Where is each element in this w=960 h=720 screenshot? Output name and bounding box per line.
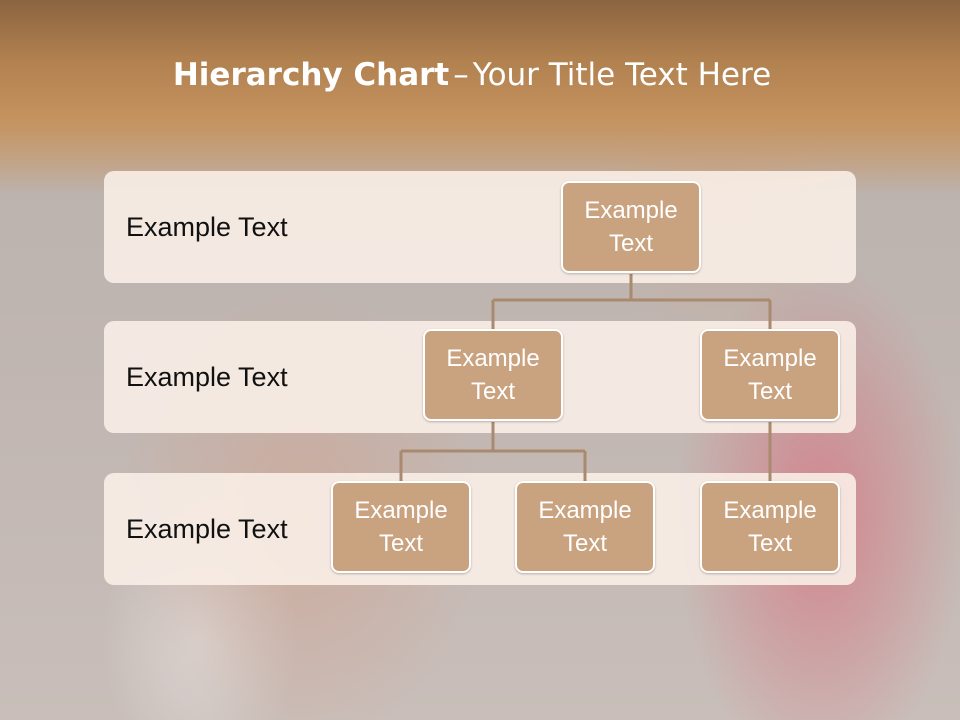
level-label-3: Example Text <box>126 514 288 544</box>
node-root-text: Example Text <box>584 197 678 257</box>
level-label-1: Example Text <box>126 212 288 242</box>
title-bold-part: Hierarchy Chart <box>172 57 450 93</box>
node-level2-left-text: Example Text <box>446 345 540 405</box>
node-level3-right-text: Example Text <box>723 497 817 557</box>
node-level3-middle-text: Example Text <box>538 497 632 557</box>
slide-title: Hierarchy Chart–Your Title Text Here <box>0 52 944 98</box>
node-level3-left-text: Example Text <box>354 497 448 557</box>
node-level3-left: Example Text <box>331 481 471 573</box>
node-level3-right: Example Text <box>700 481 840 573</box>
title-bar <box>0 0 960 195</box>
level-band-1: Example Text <box>104 171 856 283</box>
title-dash: – <box>453 57 469 93</box>
node-level2-right-text: Example Text <box>723 345 817 405</box>
level-label-2: Example Text <box>126 362 288 392</box>
title-rest-part: Your Title Text Here <box>472 57 772 93</box>
node-root: Example Text <box>561 181 701 273</box>
node-level2-right: Example Text <box>700 329 840 421</box>
node-level3-middle: Example Text <box>515 481 655 573</box>
node-level2-left: Example Text <box>423 329 563 421</box>
